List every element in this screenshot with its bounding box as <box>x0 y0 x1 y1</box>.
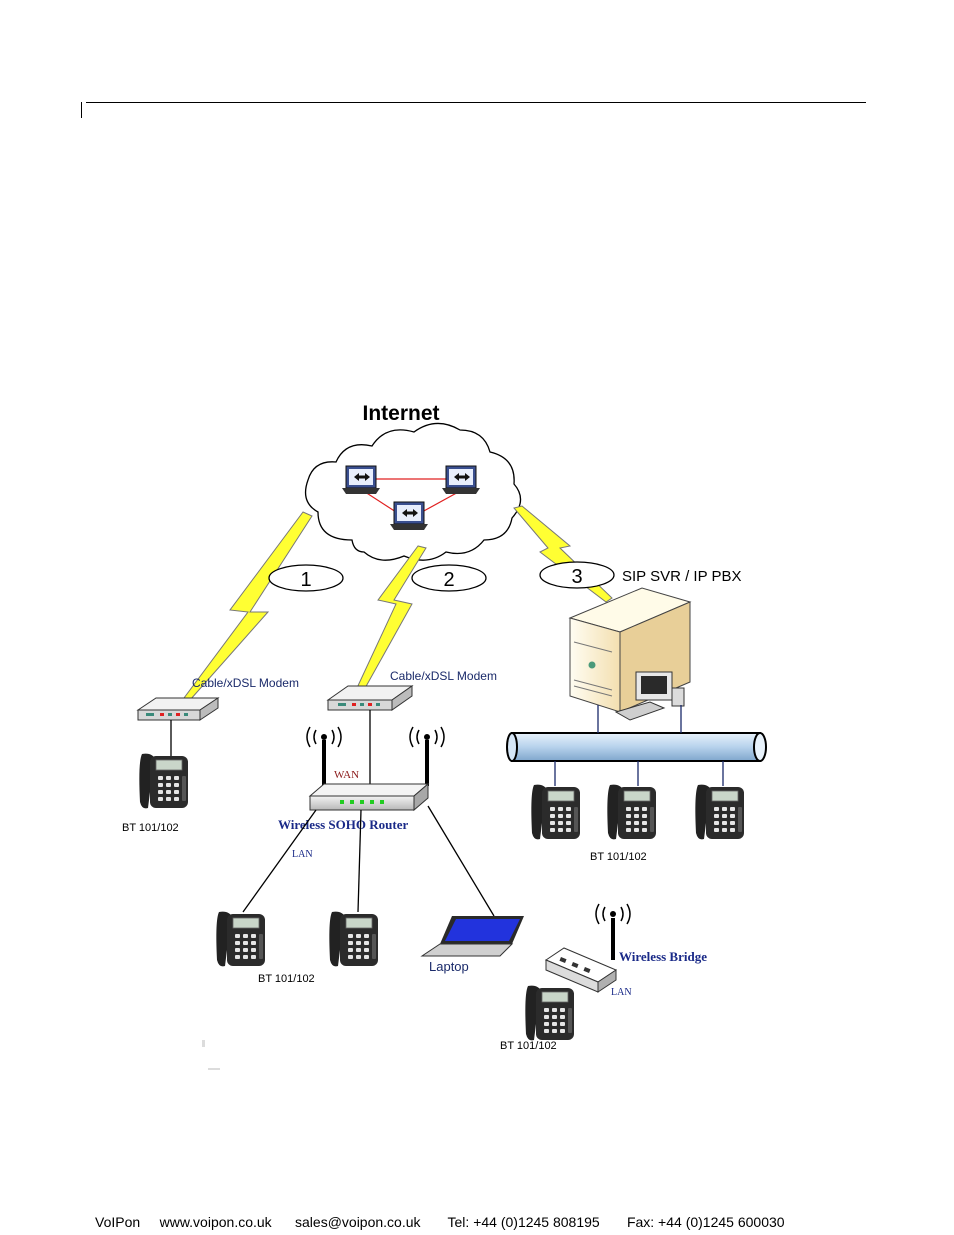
phone-icon <box>694 784 745 840</box>
router-label: Wireless SOHO Router <box>278 817 408 832</box>
footer-company: VoIPon <box>95 1214 141 1230</box>
scan-artifact <box>208 1068 220 1070</box>
phone-icon <box>328 911 379 967</box>
phone-icon <box>215 911 266 967</box>
internet-node-icon <box>441 465 481 495</box>
footer-tel: Tel: +44 (0)1245 808195 <box>447 1214 600 1230</box>
header-rule-tick <box>81 102 82 118</box>
router-icon <box>308 782 430 812</box>
server-label: SIP SVR / IP PBX <box>622 568 742 585</box>
page-footer: VoIPon www.voipon.co.uk sales@voipon.co.… <box>95 1214 865 1230</box>
lan-router-label: LAN <box>292 849 313 860</box>
phone-label-bridge: BT 101/102 <box>500 1040 557 1052</box>
router-lan-cables <box>242 805 495 917</box>
link-number: 1 <box>300 569 311 591</box>
phone-label-pbx: BT 101/102 <box>590 851 647 863</box>
phone-icon <box>606 784 657 840</box>
internet-node-icon <box>389 501 429 531</box>
laptop-icon <box>420 916 524 957</box>
footer-fax: Fax: +44 (0)1245 600030 <box>626 1214 785 1230</box>
wan-label: WAN <box>334 769 359 781</box>
lightning-link-1 <box>183 511 313 701</box>
bus-drops <box>554 705 724 786</box>
router-antenna-left-icon <box>306 726 342 786</box>
laptop-label: Laptop <box>429 959 469 974</box>
link-badge-3: 3 <box>539 561 615 589</box>
footer-email[interactable]: sales@voipon.co.uk <box>295 1214 421 1230</box>
ethernet-bus-icon <box>506 732 767 762</box>
modem-center-label: Cable/xDSL Modem <box>390 669 497 683</box>
bridge-label: Wireless Bridge <box>619 949 707 964</box>
phone-label-left: BT 101/102 <box>122 822 179 834</box>
phone-icon <box>530 784 581 840</box>
link-badge-1: 1 <box>268 564 344 592</box>
modem-center-icon <box>326 685 414 711</box>
phone-icon <box>138 753 189 809</box>
link-number: 2 <box>443 569 454 591</box>
modem-left-icon <box>136 697 220 721</box>
internet-title: Internet <box>362 402 439 425</box>
phone-label-router: BT 101/102 <box>258 973 315 985</box>
link-badge-2: 2 <box>411 564 487 592</box>
lan-bridge-label: LAN <box>611 987 632 998</box>
internet-cloud <box>304 422 522 561</box>
modem-left-label: Cable/xDSL Modem <box>192 676 299 690</box>
internet-node-icon <box>341 465 381 495</box>
bridge-antenna-icon <box>595 903 631 960</box>
header-rule <box>86 102 866 103</box>
footer-website[interactable]: www.voipon.co.uk <box>159 1214 272 1230</box>
phone-icon <box>524 985 575 1041</box>
scan-artifact <box>202 1040 205 1047</box>
link-number: 3 <box>571 566 582 588</box>
pbx-workstation-icon <box>614 671 685 721</box>
router-antenna-right-icon <box>409 726 445 786</box>
wireless-bridge-icon <box>544 947 618 993</box>
